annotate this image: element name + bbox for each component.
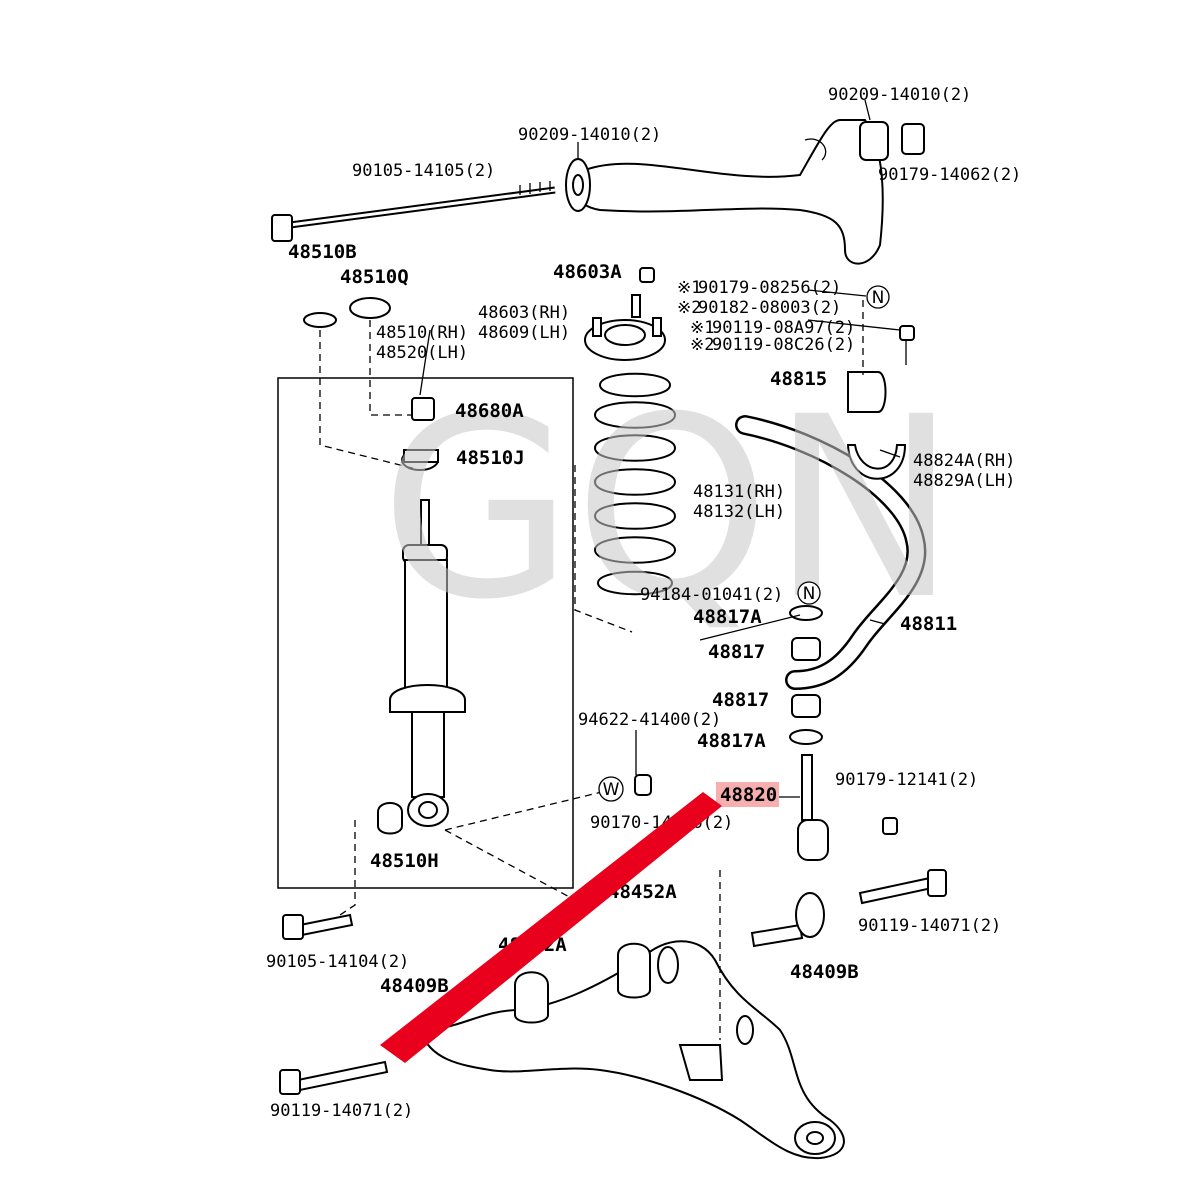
label-48510: 48510(RH) — [376, 323, 468, 343]
washer-48510q — [349, 297, 391, 319]
mark-2-b: ※2 — [690, 335, 714, 355]
label-48815: 48815 — [770, 368, 827, 390]
label-90182-08003: 90182-08003(2) — [698, 298, 841, 318]
label-90119-08a97: 90119-08A97(2) — [712, 318, 855, 338]
shock-group-box — [277, 377, 574, 889]
label-90119-14071-bottom: 90119-14071(2) — [270, 1101, 413, 1121]
dashed-leaders — [319, 300, 864, 1040]
label-90119-14071-right: 90119-14071(2) — [858, 916, 1001, 936]
label-94622-41400: 94622-41400(2) — [578, 710, 721, 730]
symbol-n-bottom — [797, 581, 821, 605]
lower-bolts — [279, 869, 947, 1095]
label-48409b-left: 48409B — [380, 975, 449, 997]
mark-2-a: ※2 — [677, 298, 701, 318]
mark-1-a: ※1 — [677, 278, 701, 298]
highlight-box-48820 — [716, 782, 779, 807]
symbol-n-top-text: N — [872, 288, 885, 308]
upper-arm-bolt — [271, 181, 556, 242]
label-48609: 48609(LH) — [478, 323, 570, 343]
label-48680a: 48680A — [455, 400, 524, 422]
highlight-arrow — [380, 792, 722, 1063]
label-48510j: 48510J — [456, 447, 525, 469]
label-48603a: 48603A — [553, 261, 622, 283]
label-48829a: 48829A(LH) — [913, 471, 1015, 491]
label-90179-08256: 90179-08256(2) — [698, 278, 841, 298]
watermark-text: GQN — [380, 363, 958, 654]
label-90179-14062: 90179-14062(2) — [878, 165, 1021, 185]
thin-leaders — [419, 99, 901, 798]
label-48520: 48520(LH) — [376, 343, 468, 363]
label-90105-14104: 90105-14104(2) — [266, 952, 409, 972]
label-48811: 48811 — [900, 613, 957, 635]
label-48817a-bottom: 48817A — [697, 730, 766, 752]
washer-48510b — [303, 312, 337, 328]
label-90209-14010-top: 90209-14010(2) — [828, 85, 971, 105]
nut-90170 — [634, 774, 652, 796]
label-48510h: 48510H — [370, 850, 439, 872]
label-48820: 48820 — [720, 784, 777, 806]
mark-1-b: ※1 — [690, 318, 714, 338]
symbol-n-top — [866, 285, 890, 309]
upper-control-arm — [565, 119, 925, 265]
label-48510b: 48510B — [288, 241, 357, 263]
lower-control-arm — [418, 940, 845, 1160]
label-48131: 48131(RH) — [693, 482, 785, 502]
label-90179-12141: 90179-12141(2) — [835, 770, 978, 790]
label-90209-14010-mid: 90209-14010(2) — [518, 125, 661, 145]
label-48603: 48603(RH) — [478, 303, 570, 323]
label-48510q: 48510Q — [340, 266, 409, 288]
coil-spring — [593, 372, 677, 596]
label-90119-08c26: 90119-08C26(2) — [712, 335, 855, 355]
label-48824a: 48824A(RH) — [913, 451, 1015, 471]
shock-absorber — [377, 397, 466, 835]
label-48409b-right: 48409B — [790, 961, 859, 983]
symbol-n-bottom-text: N — [803, 584, 816, 604]
stabilizer-link-stack — [789, 605, 898, 861]
label-90105-14105: 90105-14105(2) — [352, 161, 495, 181]
label-48817-bottom: 48817 — [712, 689, 769, 711]
spring-upper-mount — [584, 267, 666, 361]
symbol-w — [598, 776, 624, 802]
label-48817a-top: 48817A — [693, 606, 762, 628]
label-48817-top: 48817 — [708, 641, 765, 663]
label-48132: 48132(LH) — [693, 502, 785, 522]
stabilizer-bar — [735, 325, 927, 690]
label-48452a-right: 48452A — [608, 881, 677, 903]
symbol-w-text: W — [603, 780, 620, 800]
label-94184-01041: 94184-01041(2) — [640, 585, 783, 605]
